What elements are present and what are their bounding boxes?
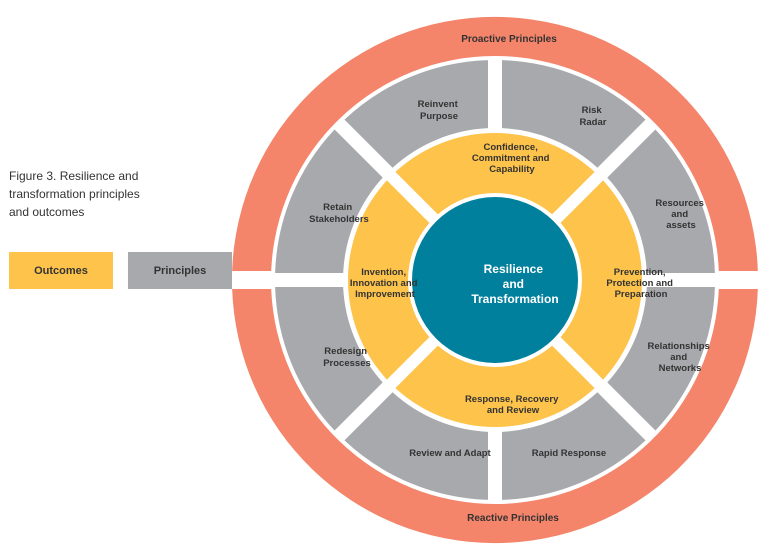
caption-line-3: and outcomes xyxy=(9,205,85,219)
segment-resources-assets xyxy=(607,129,715,273)
segment-relationships-networks xyxy=(607,287,715,431)
caption-line-2: transformation principles xyxy=(9,187,140,201)
proactive-label: Proactive Principles xyxy=(461,34,557,45)
reinvent-purpose-label: Reinvent Purpose xyxy=(418,99,461,122)
response-label: Response, Recovery and Review xyxy=(465,394,561,416)
center-circle xyxy=(412,197,578,363)
invention-label: Invention, Innovation and Improvement xyxy=(350,267,420,300)
retain-stakeholders-label: Retain Stakeholders xyxy=(309,202,369,225)
outcome-invention xyxy=(347,180,430,380)
figure-caption: Figure 3. Resilience and transformation … xyxy=(9,167,179,221)
prevention-label: Prevention, Protection and Preparation xyxy=(606,267,675,300)
segment-risk-radar xyxy=(502,60,646,168)
review-adapt-label: Review and Adapt xyxy=(409,448,491,459)
legend-outcomes-label: Outcomes xyxy=(34,264,88,277)
outcome-confidence xyxy=(395,132,595,215)
risk-radar-label: Risk Radar xyxy=(580,105,607,128)
proactive-ring xyxy=(232,16,758,272)
segment-reinvent-purpose xyxy=(344,60,488,168)
reactive-label: Reactive Principles xyxy=(467,513,559,524)
outcome-response xyxy=(395,345,595,428)
rapid-response-label: Rapid Response xyxy=(532,448,606,459)
center-label: Resilience and Transformation xyxy=(471,262,558,306)
legend-principles-label: Principles xyxy=(153,264,207,277)
segment-retain-stakeholders xyxy=(275,129,383,273)
caption-line-1: Figure 3. Resilience and xyxy=(9,169,139,183)
relationships-networks-label: Relationships and Networks xyxy=(648,341,713,374)
redesign-processes-label: Redesign Processes xyxy=(323,346,371,369)
segment-rapid-response xyxy=(502,392,646,500)
legend-principles: Principles xyxy=(128,252,232,289)
outcome-prevention xyxy=(560,180,643,380)
legend-outcomes: Outcomes xyxy=(9,252,113,289)
resources-assets-label: Resources and assets xyxy=(655,198,706,231)
segment-review-adapt xyxy=(344,392,488,500)
confidence-label: Confidence, Commitment and Capability xyxy=(472,142,552,175)
reactive-ring xyxy=(232,289,758,544)
segment-redesign-processes xyxy=(275,287,383,431)
